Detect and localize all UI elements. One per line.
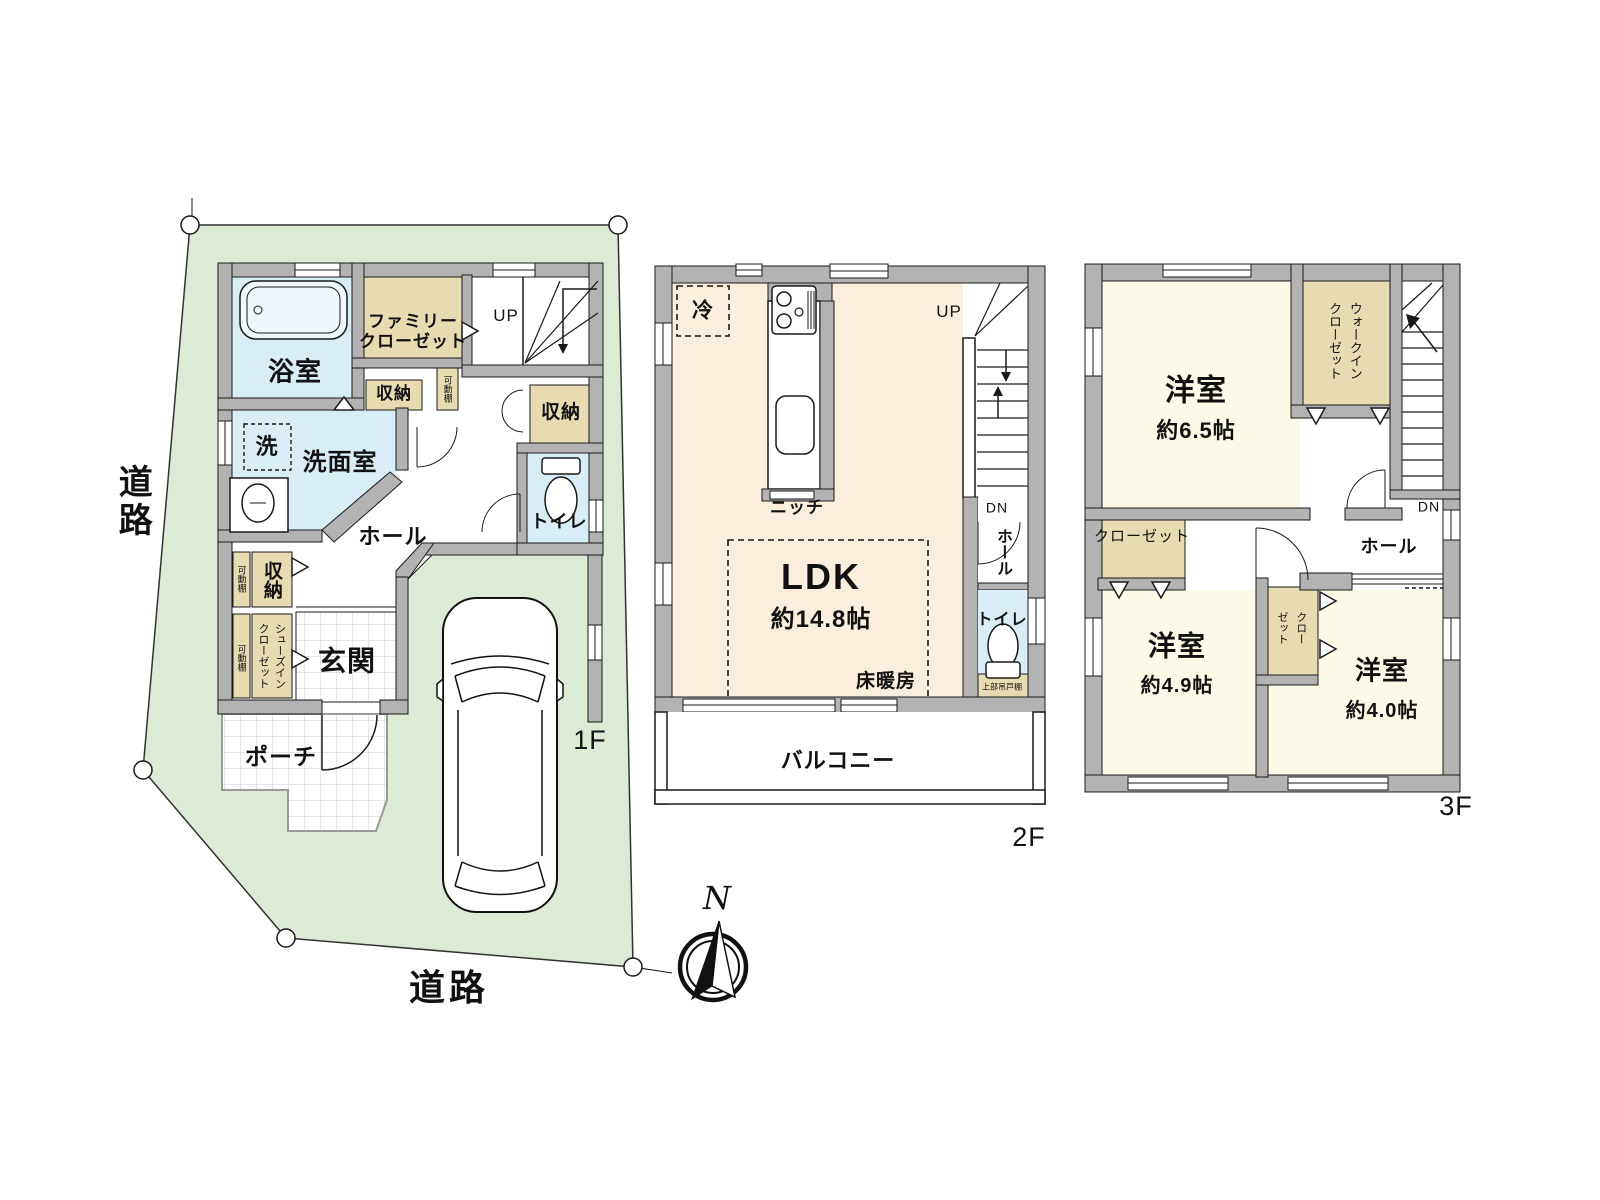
room49-label: 洋室 [1147, 630, 1207, 662]
hall-label-3f: ホール [1360, 536, 1418, 557]
floor1-doors [321, 389, 524, 771]
car-mirror-left [436, 677, 444, 703]
floor1-windows [217, 262, 604, 533]
up-label-1f: UP [493, 305, 519, 325]
dn-label-3f: DN [1417, 498, 1441, 515]
floor-heating-label: 床暖房 [855, 670, 917, 692]
closet49-label: クローゼット [1093, 528, 1191, 546]
closet40-label: クロー ゼット [1276, 611, 1307, 645]
room65-floor [1098, 281, 1300, 510]
toilet-label-2f: トイレ [976, 611, 1028, 629]
balcony [654, 711, 1046, 806]
room65-size-label: 約6.5帖 [1156, 418, 1236, 444]
ldk-size-label: 約14.8帖 [770, 605, 872, 633]
movable-shelf-label: 可動棚 [236, 644, 247, 672]
storage-lower-area [251, 551, 293, 608]
site-corner-markers [133, 215, 643, 977]
ldk-label: LDK [781, 555, 861, 597]
floor3-windows [1084, 263, 1461, 791]
walk-in-closet-area [1302, 280, 1391, 406]
family-closet-label: ファミリー クローゼット [359, 311, 467, 351]
movable-shelf-label: 可動棚 [442, 375, 453, 403]
storage-upper-area [365, 379, 423, 411]
floor2-label: 2F [1012, 822, 1046, 853]
road-label-bottom: 道路 [408, 966, 490, 1008]
bath-door-marker [332, 395, 356, 411]
compass-north-label: N [703, 879, 731, 918]
washroom-label: 洗面室 [302, 448, 378, 476]
niche-label: ニッチ [770, 497, 824, 517]
car [436, 597, 564, 913]
stove [771, 285, 817, 335]
room49-size-label: 約4.9帖 [1140, 675, 1214, 698]
movable-shelf-area [232, 613, 251, 699]
floor1-plan [217, 262, 604, 832]
floor3-closet-markers [1108, 407, 1391, 660]
floor2-hall-floor [978, 497, 1030, 583]
fridge-space [676, 285, 730, 337]
entrance-tile [295, 611, 397, 703]
storage-upper-label: 収納 [376, 383, 412, 403]
up-label-2f: UP [936, 301, 962, 321]
floor2-hall-door [977, 521, 1021, 565]
hall-label-1f: ホール [358, 524, 428, 550]
floor3-label: 3F [1439, 791, 1473, 822]
dn-label-2f: DN [985, 499, 1009, 516]
toilet1-fixture [541, 457, 581, 524]
hall-label-2f: ホール [994, 528, 1011, 576]
porch-label: ポーチ [245, 743, 317, 770]
compass-icon [677, 920, 749, 1003]
floor2-interior-wall [962, 496, 979, 698]
floor3-doors [1255, 469, 1386, 581]
floor-heating-area [727, 539, 929, 699]
shoes-closet-area [251, 613, 293, 699]
washer-space [243, 423, 292, 471]
floor3-stairs [1401, 282, 1444, 477]
bathroom-label: 浴室 [267, 356, 323, 387]
room65-label: 洋室 [1165, 374, 1227, 408]
room40-size-label: 約4.0帖 [1345, 700, 1419, 723]
floor1-stairs [522, 277, 599, 365]
entrance-label: 玄関 [317, 645, 377, 677]
washer-label: 洗 [255, 434, 279, 460]
shoes-closet-label: シューズイン クローゼット [257, 623, 286, 689]
movable-shelf-area [232, 551, 251, 608]
movable-shelf-label: 可動棚 [236, 565, 247, 593]
room49-floor [1098, 590, 1256, 777]
road-label-left: 道路 [113, 464, 152, 540]
floor1-label: 1F [573, 725, 607, 756]
porch-tile [221, 713, 388, 832]
washbasin [229, 477, 289, 533]
upper-cabinet-label: 上部吊戸棚 [982, 682, 1022, 692]
car-mirror-right [556, 677, 564, 703]
toilet-label-1f: トイレ [530, 511, 588, 532]
walk-in-closet-label: ウォークイン クローゼット [1327, 302, 1363, 380]
fridge-label: 冷 [692, 299, 714, 323]
floor2-plan [654, 263, 1046, 806]
floor2-windows [654, 263, 1046, 713]
floor1-closet-markers [291, 320, 480, 670]
storage-stair-label: 収納 [540, 401, 582, 423]
kitchen-sink [775, 395, 815, 455]
bathtub [239, 280, 348, 340]
storage-lower-label: 収納 [260, 561, 282, 599]
toilet2-fixture [985, 623, 1021, 679]
room40-label: 洋室 [1354, 655, 1410, 686]
balcony-label: バルコニー [780, 748, 896, 774]
kitchen-counter [761, 280, 835, 502]
floor1-walls [217, 262, 604, 723]
floor3-plan [1084, 263, 1461, 793]
floor2-stairs [962, 282, 1029, 499]
